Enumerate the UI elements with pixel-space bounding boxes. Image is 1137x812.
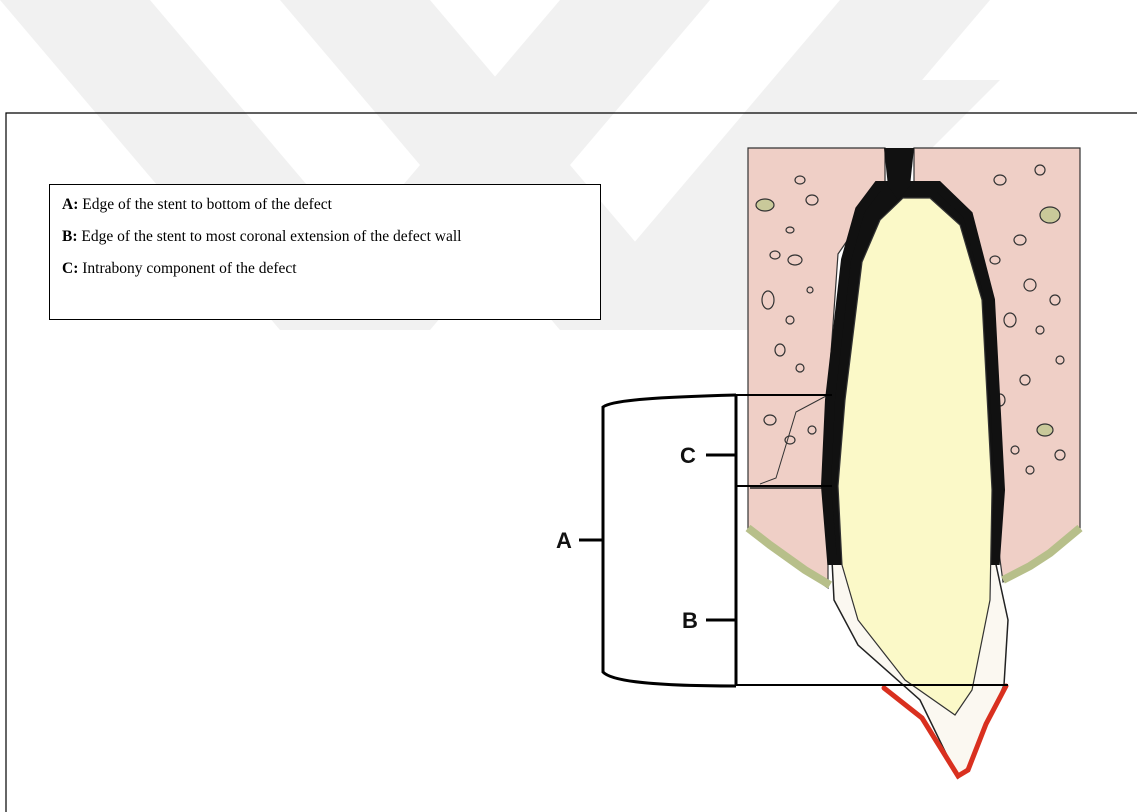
legend-key-c: C: bbox=[62, 260, 78, 277]
bone-spot bbox=[1037, 424, 1053, 436]
a-bracket bbox=[603, 395, 736, 686]
legend-text-a: Edge of the stent to bottom of the defec… bbox=[82, 196, 332, 213]
bone-spot bbox=[756, 199, 774, 211]
bone-spot bbox=[1040, 207, 1060, 223]
legend-key-b: B: bbox=[62, 228, 78, 245]
label-c: C bbox=[680, 443, 696, 468]
legend-item-b: B: Edge of the stent to most coronal ext… bbox=[62, 227, 600, 259]
legend-item-c: C: Intrabony component of the defect bbox=[62, 259, 600, 291]
label-a: A bbox=[556, 528, 572, 553]
legend-text-c: Intrabony component of the defect bbox=[82, 260, 296, 277]
legend-box: A: Edge of the stent to bottom of the de… bbox=[49, 184, 601, 320]
legend-item-a: A: Edge of the stent to bottom of the de… bbox=[62, 195, 600, 227]
legend-text-b: Edge of the stent to most coronal extens… bbox=[81, 228, 461, 245]
legend-key-a: A: bbox=[62, 196, 78, 213]
label-b: B bbox=[682, 608, 698, 633]
tooth-illustration bbox=[748, 148, 1080, 778]
